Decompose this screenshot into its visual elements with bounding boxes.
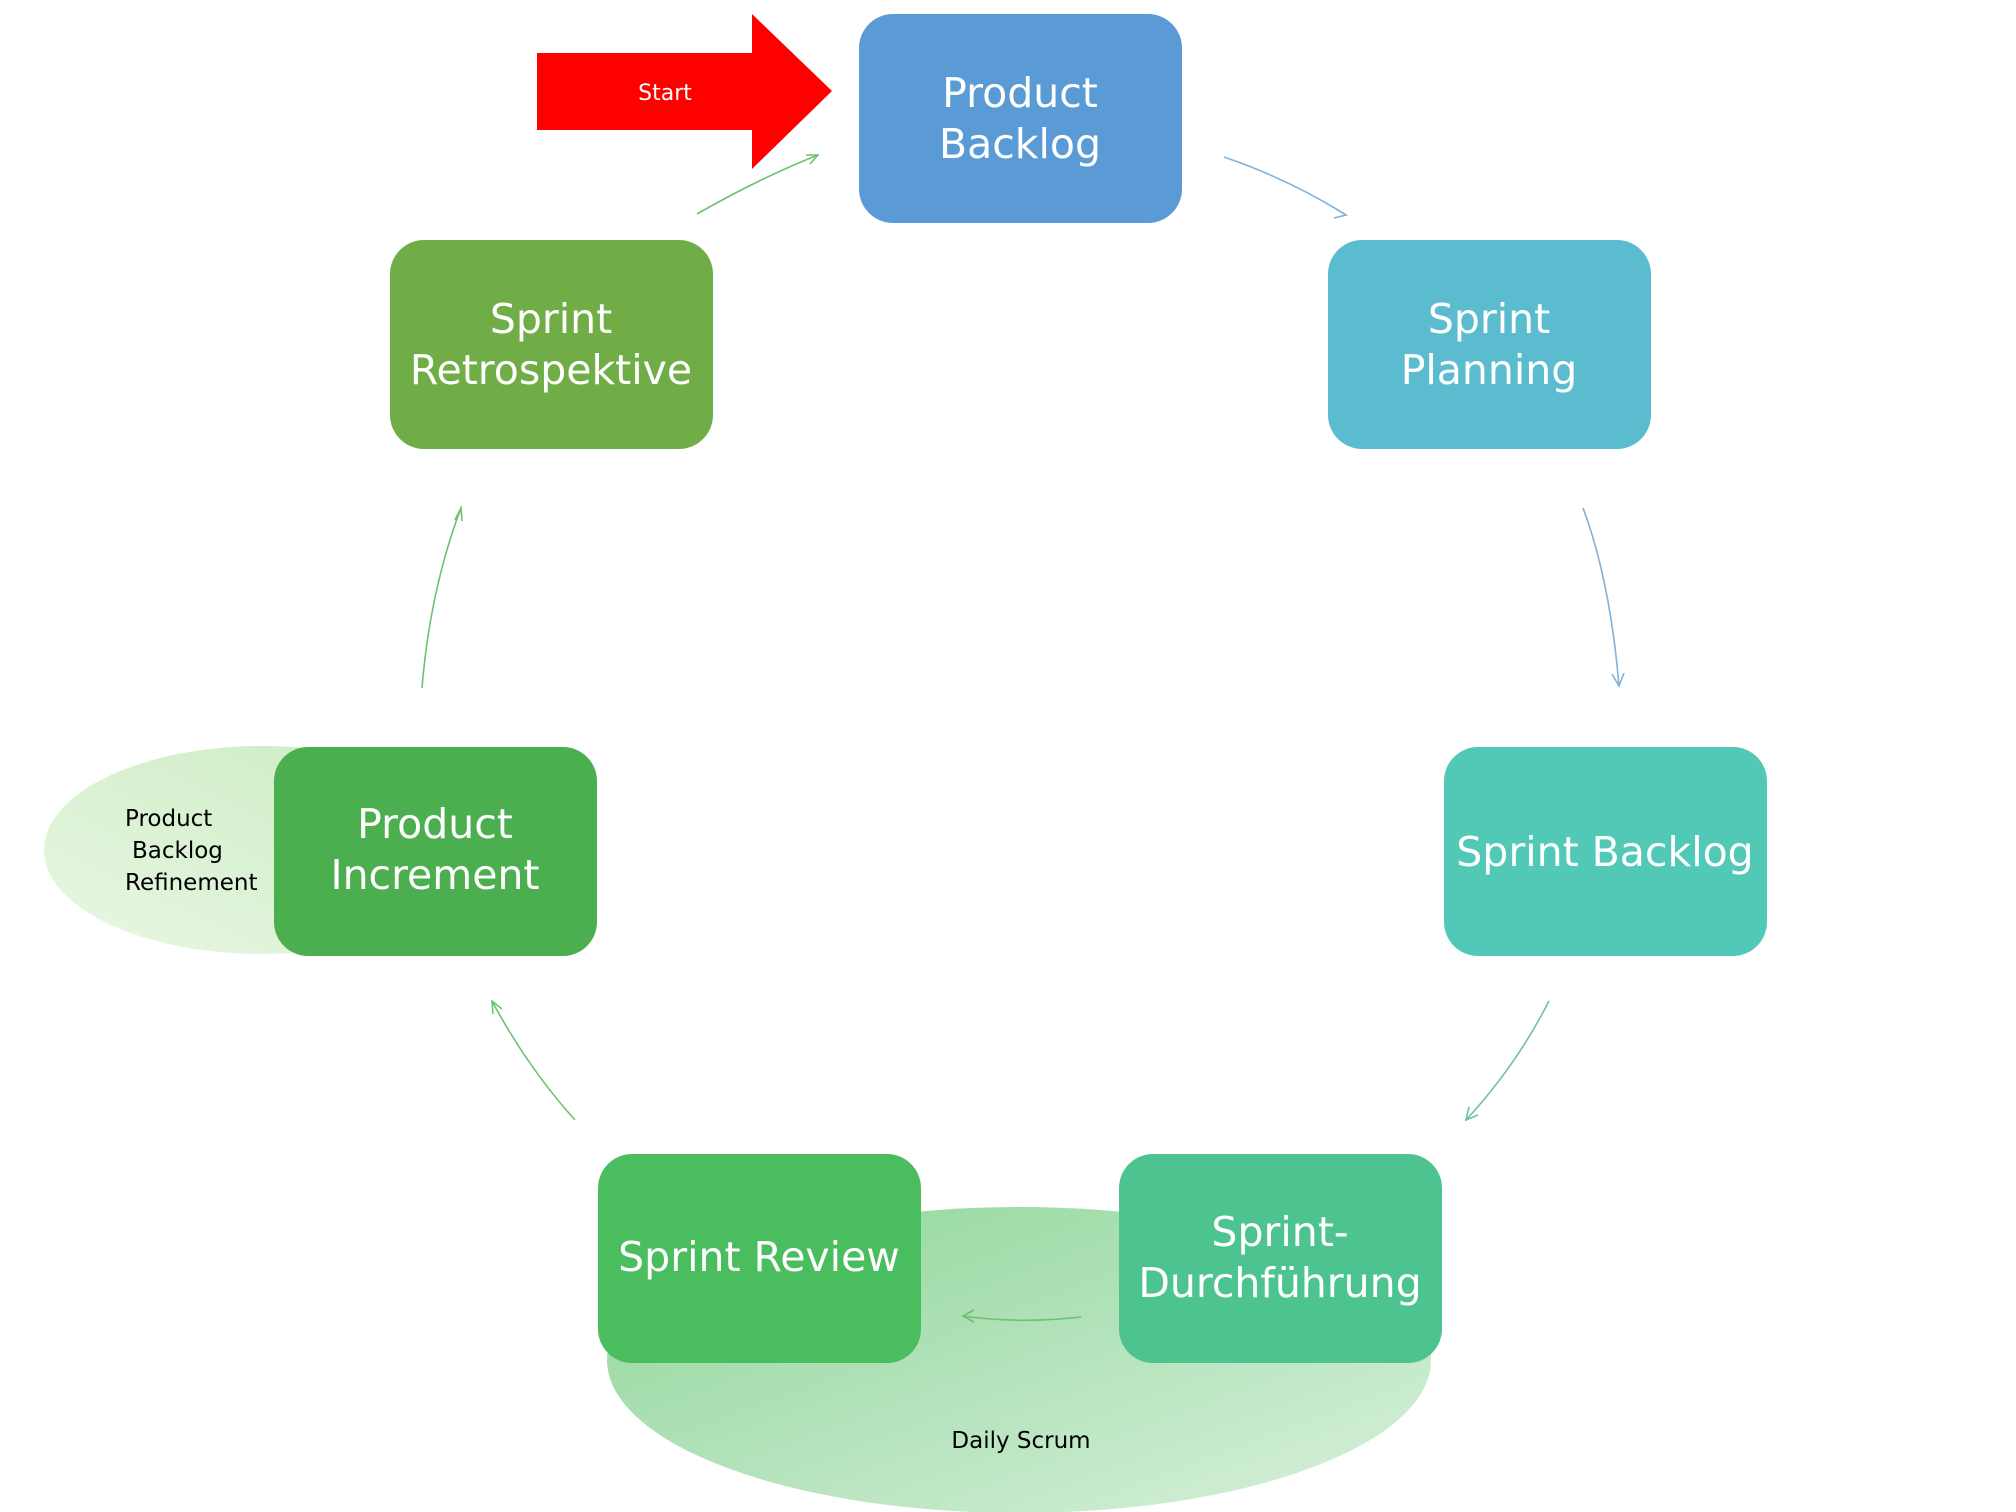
node-sprint-planning: Sprint Planning [1328, 240, 1651, 449]
connector-arrowhead [1611, 672, 1625, 688]
connector-retrospektive-to-backlog [696, 154, 819, 215]
connector-planning-to-sprint-backlog [1582, 507, 1620, 687]
daily-scrum-label: Daily Scrum [951, 1428, 1090, 1454]
node-sprint-planning-line-1: Sprint [1428, 295, 1550, 343]
node-sprint-durchfuehrung-line-2: Durchführung [1138, 1259, 1421, 1307]
node-sprint-durchfuehrung: Sprint- Durchführung [1119, 1154, 1442, 1363]
refinement-label-line-1: Product [125, 806, 212, 832]
node-sprint-review: Sprint Review [598, 1154, 921, 1363]
refinement-label-line-3: Refinement [125, 870, 257, 896]
connector-review-to-increment [491, 1000, 576, 1121]
node-sprint-planning-line-2: Planning [1401, 346, 1578, 394]
connector-sprint-backlog-to-durchfuehrung [1465, 1000, 1550, 1121]
connector-arrowhead [806, 154, 820, 165]
start-arrow: Start [537, 14, 832, 169]
connector-durchfuehrung-to-review [962, 1315, 1082, 1322]
node-product-increment-line-1: Product [357, 800, 513, 848]
node-sprint-durchfuehrung-line-1: Sprint- [1211, 1208, 1348, 1256]
node-product-backlog: Product Backlog [859, 14, 1182, 223]
node-sprint-retrospektive-line-1: Sprint [490, 295, 612, 343]
node-sprint-retrospektive: Sprint Retrospektive [390, 240, 713, 449]
node-sprint-backlog-line-1: Sprint Backlog [1456, 828, 1753, 876]
node-product-backlog-line-1: Product [942, 69, 1098, 117]
node-product-increment-line-2: Increment [330, 851, 539, 899]
connector-arrowhead [961, 1309, 975, 1323]
node-sprint-retrospektive-line-2: Retrospektive [410, 346, 692, 394]
connector-backlog-to-planning [1223, 156, 1347, 216]
node-product-backlog-line-2: Backlog [939, 120, 1101, 168]
node-sprint-review-line-1: Sprint Review [618, 1233, 900, 1281]
connector-arrowhead [1464, 1106, 1479, 1122]
connector-arrowhead [491, 999, 503, 1015]
connector-arrowhead [1332, 206, 1349, 219]
connector-arrowhead [454, 505, 463, 522]
connector-increment-to-retrospektive [421, 507, 462, 689]
start-label: Start [638, 81, 692, 106]
connectors [421, 154, 1625, 1323]
node-sprint-backlog: Sprint Backlog [1444, 747, 1767, 956]
refinement-label-line-2: Backlog [132, 838, 223, 864]
node-product-increment: Product Increment [274, 747, 597, 956]
